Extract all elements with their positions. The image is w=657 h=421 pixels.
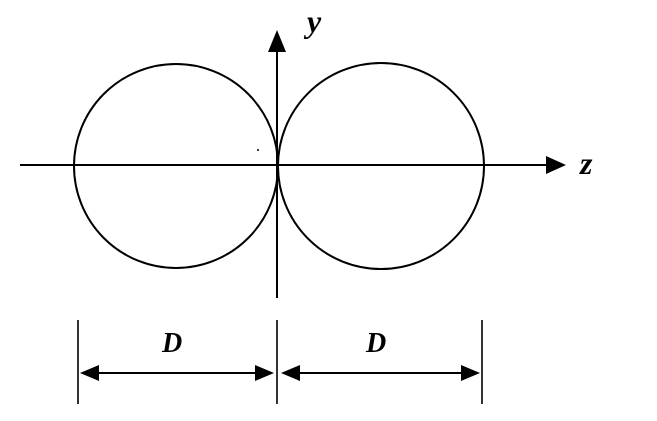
y-axis-arrowhead [268,30,286,52]
left-dimension-arrowhead-left [80,365,99,381]
origin-speck [257,149,259,151]
z-axis-arrowhead [546,156,566,174]
y-axis-label: y [303,3,322,39]
left-dimension-arrowhead-right [255,365,274,381]
right-dimension-arrowhead-right [461,365,480,381]
left-dimension-label: D [161,328,182,359]
right-dimension-arrowhead-left [281,365,300,381]
right-dimension-label: D [365,328,386,359]
z-axis-label: z [579,145,593,181]
